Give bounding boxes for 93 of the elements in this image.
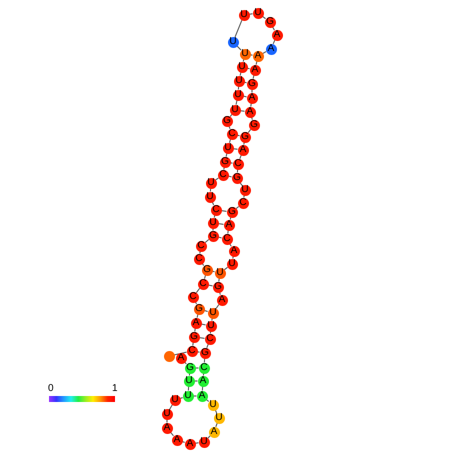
nucleotide-circle: G [202, 264, 212, 276]
nucleotide-circle: U [206, 320, 216, 332]
nucleotide-circle: G [200, 348, 210, 358]
backbone-line [239, 154, 242, 160]
nucleotide-circle: G [264, 16, 276, 28]
nucleotide-circle: U [198, 436, 210, 448]
nucleotide-circle: G [246, 78, 258, 90]
nucleotide-circle: U [240, 48, 250, 60]
backbone-line [230, 114, 232, 118]
nucleotide-circle: U [208, 400, 218, 410]
nucleotide-circle: U [252, 8, 264, 18]
nucleotide-circle: A [266, 44, 276, 54]
nucleotide-circle: U [234, 76, 244, 86]
backbone-line [236, 100, 238, 106]
nucleotide-circle: A [224, 220, 234, 230]
nucleotide-circle: U [170, 394, 180, 406]
nucleotide-circle: A [250, 64, 260, 76]
nucleotide-circle: A [198, 376, 208, 386]
nucleotide-circle: C [198, 362, 210, 374]
backbone-line [234, 20, 242, 38]
base-pair-line [218, 223, 224, 225]
nucleotide-circle: G [240, 132, 250, 142]
nucleotide-circle: C [210, 204, 222, 216]
nucleotide-circle: U [228, 36, 238, 48]
nucleotide-circle: C [222, 234, 232, 244]
backbone-line [169, 404, 173, 410]
base-pair-line [220, 210, 228, 212]
nucleotide-circle: U [206, 178, 216, 188]
nucleotide-circle: A [184, 438, 196, 450]
nucleotide-circle [164, 350, 174, 362]
nucleotide-circle: C [238, 198, 248, 208]
nucleotide-circle: U [240, 184, 250, 196]
nucleotide-circle: C [232, 158, 244, 170]
nucleotide-circle: U [226, 258, 238, 270]
backbone-line [215, 178, 219, 180]
backbone-line [202, 372, 204, 376]
nucleotide-circle: G [212, 282, 224, 292]
nucleotide-circle: U [162, 408, 172, 420]
nucleotide-circle: U [214, 268, 226, 278]
nucleotide-circle: A [176, 352, 186, 364]
nucleotide-circle: G [248, 120, 260, 130]
base-pair-line [200, 324, 206, 326]
nucleotide-circle: C [186, 346, 198, 356]
scale-label: 0 [48, 384, 54, 394]
nucleotide-circle: G [188, 332, 200, 342]
nucleotide-circle: A [252, 50, 264, 62]
nucleotide-circle: A [272, 30, 282, 40]
nucleotide-circle: U [182, 390, 194, 402]
nucleotide-circle: C [218, 170, 228, 180]
nucleotide-circle: A [244, 106, 256, 118]
backbone-line [206, 344, 209, 348]
nucleotide-circle: G [184, 362, 196, 374]
nucleotide-circle: A [190, 318, 202, 328]
scale-label: 1 [112, 384, 118, 394]
backbone-line [212, 228, 214, 231]
backbone-line [174, 352, 188, 356]
nucleotide-circle: A [246, 92, 258, 104]
nucleotide-circle: A [228, 246, 240, 256]
nucleotide-circle: U [204, 192, 216, 202]
nucleotide-circle: G [208, 230, 218, 242]
nucleotide-circle: U [208, 308, 218, 318]
nucleotide-circle: U [208, 218, 218, 228]
nucleotide-circle: A [238, 144, 248, 156]
nucleotide-circle: U [232, 90, 244, 100]
nucleotide-circle: C [198, 278, 208, 290]
nucleotide-circle: U [184, 376, 194, 386]
backbone-line [215, 422, 218, 428]
nucleotide-circle: A [216, 294, 228, 306]
nucleotide-circle: C [194, 254, 204, 264]
backbone-line [188, 372, 190, 376]
backbone-line [180, 397, 184, 399]
nucleotide-circle: C [196, 240, 206, 252]
base-pair-line [208, 284, 214, 286]
nucleotide-circle: G [232, 172, 242, 184]
nucleotide-circle: U [222, 142, 234, 154]
nucleotide-circle: G [222, 116, 232, 126]
nucleotide-circle: G [220, 156, 230, 168]
nucleotide-circle: U [214, 412, 224, 424]
nucleotide-circle: A [208, 426, 220, 438]
nucleotide-circle: A [172, 434, 182, 446]
base-pair-line [198, 337, 206, 339]
nucleotide-circle: U [238, 10, 250, 20]
nucleotide-circle: U [230, 104, 240, 116]
nucleotide-circle: C [188, 292, 198, 302]
nucleotide-circle: G [194, 304, 204, 314]
backbone-line [216, 304, 220, 309]
nucleotide-circle: A [196, 390, 208, 402]
nucleotide-circle: A [162, 422, 172, 434]
nucleotide-circle: C [204, 334, 216, 344]
nucleotide-circle: C [226, 128, 238, 140]
nucleotide-circle: U [236, 62, 248, 72]
backbone-line [210, 330, 212, 334]
nucleotide-circle: G [226, 206, 238, 218]
